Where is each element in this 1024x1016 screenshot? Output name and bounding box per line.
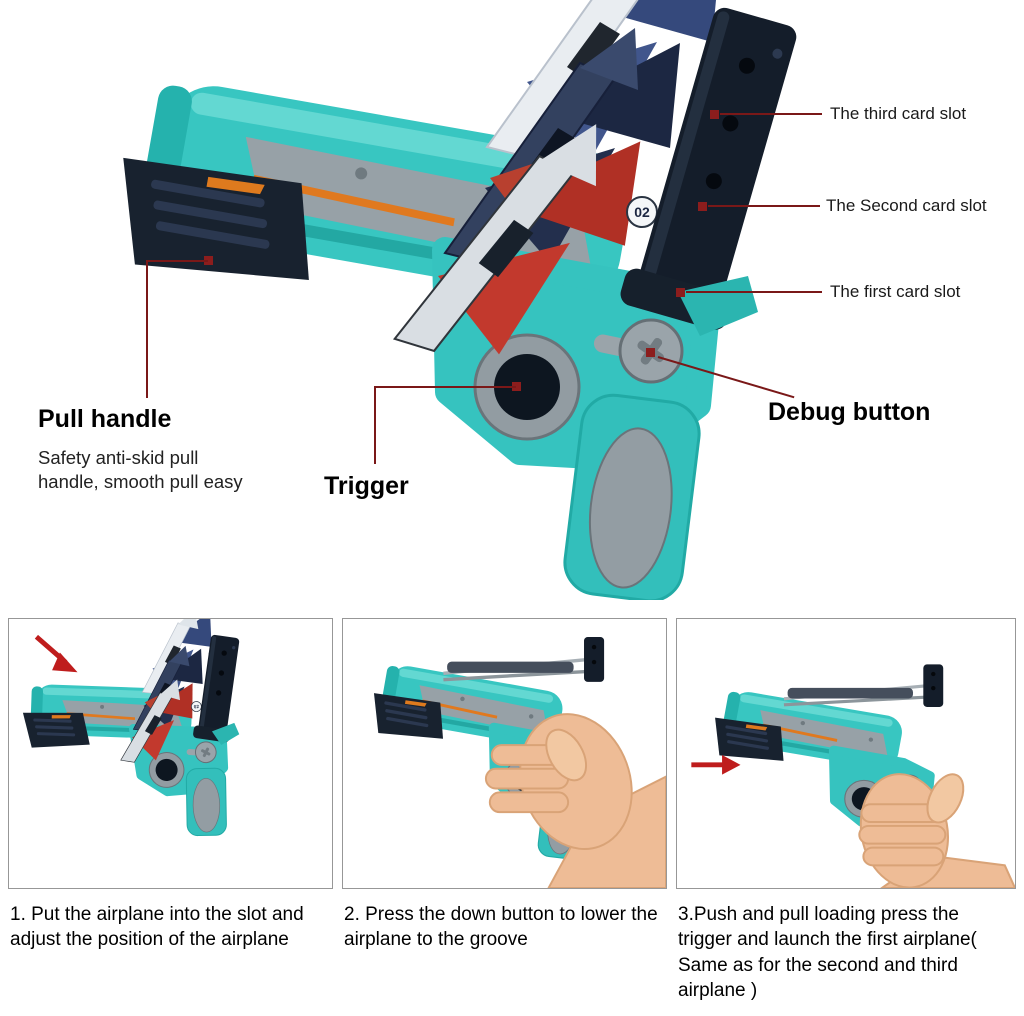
callout-line: [374, 386, 376, 464]
callout-marker: [204, 256, 213, 265]
step3-panel: [676, 618, 1016, 889]
callout-line: [720, 113, 822, 115]
step1-panel: [8, 618, 333, 889]
label-trigger: Trigger: [324, 472, 409, 500]
step3-caption: 3.Push and pull loading press the trigge…: [678, 904, 977, 1001]
callout-line: [146, 260, 208, 262]
pull-handle-desc-line1: Safety anti-skid pull: [38, 447, 199, 468]
label-second-card-slot: The Second card slot: [826, 196, 987, 215]
label-debug-button: Debug button: [768, 398, 931, 426]
callout-line: [708, 205, 820, 207]
instruction-panels: [8, 618, 1016, 889]
hand-icon: [484, 713, 666, 888]
pull-handle-description: Safety anti-skid pull handle, smooth pul…: [38, 446, 288, 493]
callout-marker: [698, 202, 707, 211]
pull-handle-desc-line2: handle, smooth pull easy: [38, 470, 243, 492]
product-hero: The third card slot The Second card slot…: [38, 0, 987, 600]
hand-icon: [858, 773, 1015, 888]
callout-marker: [646, 348, 655, 357]
callout-line: [686, 291, 822, 293]
callout-line: [374, 386, 516, 388]
step-captions: 1. Put the airplane into the slot and ad…: [10, 902, 1014, 1003]
step3-illustration: [691, 662, 1015, 888]
callout-marker: [710, 110, 719, 119]
callout-marker: [676, 288, 685, 297]
arrow-icon: [34, 634, 78, 673]
step2-panel: [342, 618, 667, 889]
callout-line: [146, 260, 148, 398]
step2-caption: 2. Press the down button to lower the ai…: [344, 904, 658, 951]
step2-illustration: [343, 635, 666, 888]
label-pull-handle: Pull handle: [38, 405, 172, 433]
callout-marker: [512, 382, 521, 391]
step1-caption: 1. Put the airplane into the slot and ad…: [10, 904, 304, 951]
label-third-card-slot: The third card slot: [830, 104, 967, 123]
label-first-card-slot: The first card slot: [830, 282, 961, 301]
arrow-icon: [691, 754, 741, 775]
step1-illustration: [9, 619, 332, 888]
